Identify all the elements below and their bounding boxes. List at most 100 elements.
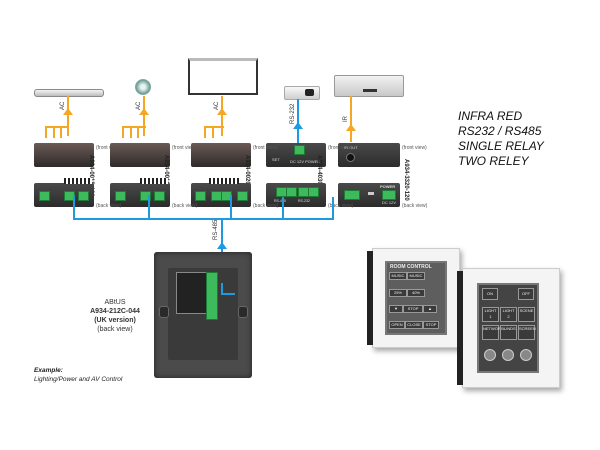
ac-wire (67, 96, 69, 136)
stop-button[interactable]: STOP (423, 321, 439, 329)
back-view-label: (back view) (328, 203, 354, 209)
ac-wire (45, 126, 69, 128)
ac-wire (122, 126, 146, 128)
on-button[interactable]: ON (482, 288, 498, 300)
round-button[interactable] (520, 349, 532, 361)
open-button[interactable]: OPEN (389, 321, 405, 329)
scene-button[interactable]: SCENE (518, 307, 535, 322)
projection-screen-icon (188, 58, 258, 95)
rs485-bus (73, 218, 334, 220)
feature-item: RS232 / RS485 (458, 124, 542, 138)
ac-wire (212, 126, 214, 138)
curtain-up-button[interactable]: ▲ (423, 305, 437, 313)
off-button[interactable]: OFF (518, 288, 534, 300)
rs485-drop (230, 195, 232, 220)
touch-panel-title: ROOM CONTROL (390, 264, 432, 270)
link-label: AC (136, 101, 142, 110)
link-label: AC (60, 101, 66, 110)
module-1-front (34, 143, 94, 167)
light1-button[interactable]: LIGHT 1 (482, 307, 499, 322)
back-view-label: (back view) (96, 203, 122, 209)
rs485-port-label: RS-485 (274, 199, 286, 203)
module-5-front: IR OUT (338, 143, 400, 167)
arrow-up-icon (217, 242, 227, 249)
ac-wire (53, 126, 55, 138)
front-view-label: (front view) (402, 145, 427, 151)
back-view-label: (back view) (172, 203, 198, 209)
set-label: SET (272, 157, 280, 162)
feature-item: TWO RELEY (458, 154, 529, 168)
close-button[interactable]: CLOSE (405, 321, 423, 329)
dc12-label: DC 12V (382, 200, 397, 205)
example-text: Lighting/Power and AV Control (34, 376, 123, 383)
panel-brand: ABtUS (104, 299, 126, 306)
front-view-label: (front view) (96, 145, 121, 151)
light2-button[interactable]: LIGHT 2 (500, 307, 517, 322)
example-title: Example: (34, 367, 63, 374)
panel-view: (back view) (97, 326, 133, 333)
ir-wire (350, 96, 352, 142)
arrow-up-icon (139, 108, 149, 115)
screen-button[interactable]: SCREEN (518, 325, 536, 340)
front-view-label: (front view) (172, 145, 197, 151)
ac-wire (130, 126, 132, 138)
rs485-drop (148, 195, 150, 220)
module-2-front (110, 143, 170, 167)
music-button[interactable]: MUSIC (389, 272, 407, 280)
link-label: IR (343, 116, 349, 122)
panel-caption: ABtUS A934-212C-044 (UK version) (back v… (60, 298, 170, 334)
rs485-drop (332, 197, 334, 220)
rs485-trunk (221, 283, 223, 295)
ac-wire (137, 126, 139, 138)
network-button[interactable]: NETWORK (482, 325, 503, 340)
round-button[interactable] (484, 349, 496, 361)
ir-out-label: IR OUT (344, 145, 358, 150)
panel-model: A934-212C-044 (90, 308, 140, 315)
preset-button[interactable]: 40% (407, 289, 425, 297)
air-conditioner-icon (334, 75, 404, 97)
back-view-label: (back view) (253, 203, 279, 209)
ac-wire (45, 126, 47, 138)
arrow-up-icon (217, 108, 227, 115)
ac-wire (221, 96, 223, 136)
fluorescent-lamp-icon (34, 89, 104, 97)
round-button[interactable] (502, 349, 514, 361)
ac-wire (122, 126, 124, 138)
module-5-back: POWER DC 12V (338, 183, 400, 207)
feature-item: SINGLE RELAY (458, 139, 544, 153)
module-model-label: A934-0018-120 (88, 155, 94, 197)
light-bulb-icon (135, 79, 151, 95)
module-2-back (110, 178, 170, 207)
feature-item: INFRA RED (458, 109, 523, 123)
bus-label: RS-485 (213, 219, 219, 240)
feature-list: INFRA RED RS232 / RS485 SINGLE RELAY TWO… (458, 109, 544, 169)
music-button[interactable]: MUSIC (407, 272, 425, 280)
module-3-back (191, 178, 251, 207)
link-label: RS-232 (290, 103, 296, 124)
rs485-drop (282, 197, 284, 220)
ac-wire (204, 126, 224, 128)
curtain-stop-button[interactable]: STOP (403, 305, 423, 313)
arrow-up-icon (63, 108, 73, 115)
touch-panel-av-control: ON OFF LIGHT 1 LIGHT 2 SCENE NETWORK BLI… (457, 268, 560, 388)
ac-wire (60, 126, 62, 138)
module-1-back (34, 178, 94, 207)
module-3-front (191, 143, 251, 167)
module-model-label: A934-0020-120 (244, 155, 250, 197)
rs232-port-label: RS-232 (298, 199, 310, 203)
rs485-drop (73, 195, 75, 220)
projector-icon (284, 86, 320, 100)
preset-button[interactable]: 25% (389, 289, 407, 297)
module-4-back: RS-485 RS-232 (266, 183, 326, 207)
module-model-label: A934-0010-121 (163, 155, 169, 197)
blinds-button[interactable]: BLINDS (500, 325, 517, 340)
arrow-up-icon (346, 124, 356, 131)
wall-panel-back (154, 252, 252, 378)
example-note: Example: Lighting/Power and AV Control (34, 366, 122, 384)
terminal-strip (206, 272, 218, 320)
touch-panel-room-control: ROOM CONTROL MUSIC MUSIC 25% 40% ▼ STOP … (367, 248, 460, 348)
front-view-label: (front view) (328, 145, 353, 151)
power-label: POWER (380, 184, 396, 189)
curtain-down-button[interactable]: ▼ (389, 305, 403, 313)
back-view-label: (back view) (402, 203, 428, 209)
